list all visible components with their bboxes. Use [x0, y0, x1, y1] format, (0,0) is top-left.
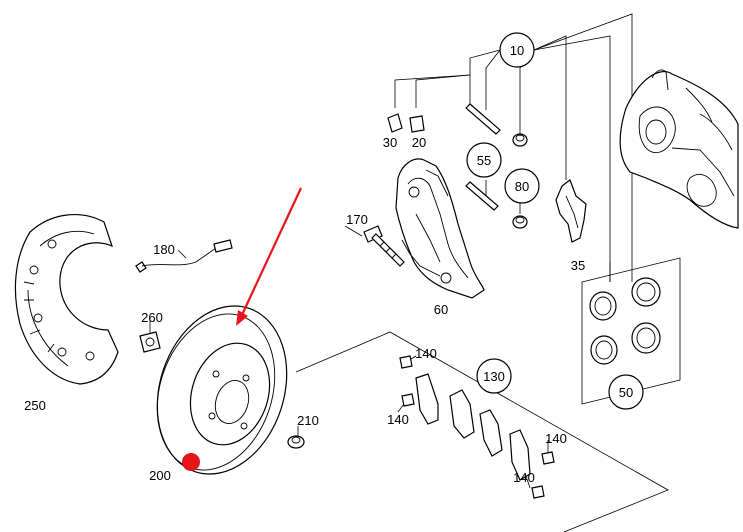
seal-kit-outline	[581, 257, 681, 405]
part-labels: 10 30 20 55 80 35 170 60 180 260 250 200…	[24, 32, 644, 485]
label-140-d: 140	[513, 470, 535, 485]
label-170: 170	[346, 212, 368, 227]
label-20: 20	[412, 135, 426, 150]
label-140-a: 140	[415, 346, 437, 361]
label-80: 80	[515, 179, 529, 194]
pad-retaining-clip	[555, 179, 587, 243]
annotation-layer	[182, 187, 302, 471]
brake-caliper	[619, 69, 739, 229]
bushings	[512, 133, 528, 229]
label-10: 10	[510, 43, 524, 58]
label-180: 180	[153, 242, 175, 257]
label-250: 250	[24, 398, 46, 413]
red-arrow	[240, 187, 302, 318]
splash-shield	[14, 213, 119, 385]
caliper-bolt	[363, 225, 405, 267]
label-210: 210	[297, 413, 319, 428]
hub-bolt	[139, 331, 161, 353]
clip-springs	[387, 113, 425, 133]
caliper-bracket	[395, 158, 485, 299]
label-140-b: 140	[387, 412, 409, 427]
label-55: 55	[477, 153, 491, 168]
label-30: 30	[383, 135, 397, 150]
label-50: 50	[619, 385, 633, 400]
callout-circle-80	[504, 168, 540, 204]
guide-pins	[465, 103, 501, 211]
callout-circle-10	[499, 32, 535, 68]
leader-lines	[149, 13, 633, 489]
pad-bolts	[399, 355, 555, 499]
label-140-c: 140	[545, 431, 567, 446]
label-260: 260	[141, 310, 163, 325]
callout-circle-50	[608, 374, 644, 410]
label-130: 130	[483, 369, 505, 384]
callout-circle-130	[476, 358, 512, 394]
label-35: 35	[571, 258, 585, 273]
label-200: 200	[149, 468, 171, 483]
red-dot-marker	[182, 453, 200, 471]
seal-kit	[589, 277, 661, 365]
callout-circle-55	[466, 142, 502, 178]
label-60: 60	[434, 302, 448, 317]
locating-screw	[287, 435, 305, 449]
wear-sensor	[135, 239, 233, 273]
red-arrowhead	[236, 310, 248, 326]
brake-pad-set-outline	[295, 331, 669, 532]
brake-pads	[415, 373, 531, 481]
